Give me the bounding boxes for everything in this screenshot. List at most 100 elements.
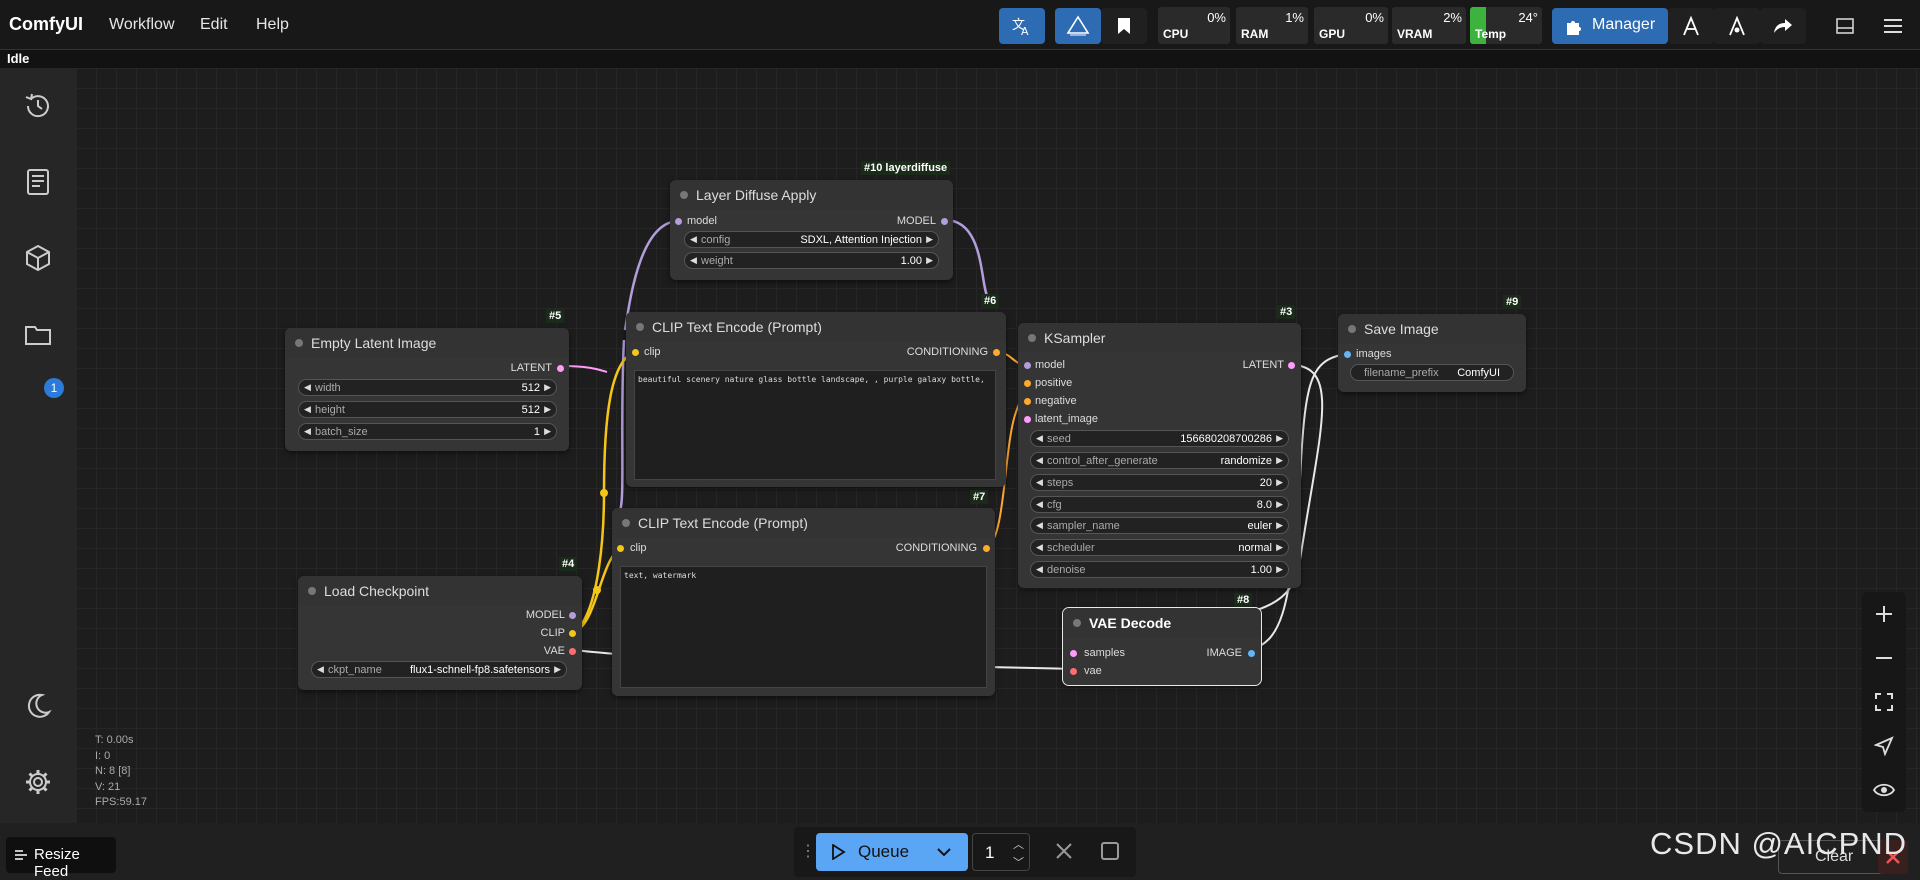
- collapse-dot[interactable]: [1028, 334, 1036, 342]
- increment-icon[interactable]: ︿: [1013, 839, 1024, 851]
- node-title-bar[interactable]: Save Image: [1338, 314, 1526, 344]
- layer-button[interactable]: [1055, 8, 1101, 44]
- collapse-dot[interactable]: [295, 339, 303, 347]
- menu-workflow[interactable]: Workflow: [109, 16, 175, 33]
- model-manager-button[interactable]: [1668, 8, 1714, 44]
- collapse-dot[interactable]: [1073, 619, 1081, 627]
- sidebar-library[interactable]: [18, 162, 58, 202]
- arrow-left-icon[interactable]: ◀: [690, 234, 697, 244]
- cancel-button[interactable]: [1052, 839, 1076, 868]
- input-pin[interactable]: [632, 349, 639, 356]
- select-mode-button[interactable]: [1862, 724, 1906, 768]
- input-pin[interactable]: [1024, 362, 1031, 369]
- theme-toggle[interactable]: [18, 686, 58, 726]
- node-clip-text-encode-positive[interactable]: CLIP Text Encode (Prompt) clip CONDITION…: [626, 312, 1006, 487]
- input-pin[interactable]: [1024, 416, 1031, 423]
- drag-handle-icon[interactable]: ⋮: [800, 843, 816, 860]
- sidebar-history[interactable]: [18, 86, 58, 126]
- manager-button[interactable]: Manager: [1552, 8, 1668, 44]
- input-pin[interactable]: [1070, 650, 1077, 657]
- zoom-in-button[interactable]: [1862, 592, 1906, 636]
- output-pin[interactable]: [569, 612, 576, 619]
- arrow-right-icon[interactable]: ▶: [926, 234, 933, 244]
- output-pin[interactable]: [983, 545, 990, 552]
- output-pin[interactable]: [1288, 362, 1295, 369]
- node-title-bar[interactable]: Empty Latent Image: [285, 328, 569, 358]
- prompt-textarea[interactable]: beautiful scenery nature glass bottle la…: [634, 370, 996, 480]
- collapse-dot[interactable]: [680, 191, 688, 199]
- share-button[interactable]: [1760, 8, 1806, 44]
- node-title-bar[interactable]: VAE Decode: [1063, 608, 1261, 638]
- resize-feed-button[interactable]: Resize Feed: [6, 837, 116, 880]
- input-label: positive: [1035, 377, 1073, 389]
- batch-count-input[interactable]: 1 ︿ ﹀: [972, 833, 1030, 871]
- input-pin[interactable]: [1024, 380, 1031, 387]
- node-clip-text-encode-negative[interactable]: CLIP Text Encode (Prompt) clip CONDITION…: [612, 508, 995, 696]
- menu-edit[interactable]: Edit: [200, 16, 228, 33]
- monitor-gpu: 0%GPU: [1314, 7, 1388, 44]
- input-pin[interactable]: [675, 218, 682, 225]
- node-title-bar[interactable]: KSampler: [1018, 323, 1301, 353]
- queue-button[interactable]: Queue: [816, 833, 968, 871]
- chevron-down-icon[interactable]: [936, 847, 952, 857]
- arrow-left-icon[interactable]: ◀: [690, 255, 697, 265]
- input-pin[interactable]: [1070, 668, 1077, 675]
- hamburger-button[interactable]: [1870, 8, 1916, 44]
- node-ksampler[interactable]: KSampler model positive negative latent_…: [1018, 323, 1301, 588]
- input-pin[interactable]: [1024, 398, 1031, 405]
- sidebar-models[interactable]: [18, 238, 58, 278]
- model-download-button[interactable]: [1714, 8, 1760, 44]
- node-title-bar[interactable]: CLIP Text Encode (Prompt): [612, 508, 995, 538]
- decrement-icon[interactable]: ﹀: [1013, 857, 1024, 869]
- input-pin[interactable]: [1344, 351, 1351, 358]
- collapse-dot[interactable]: [308, 587, 316, 595]
- output-pin[interactable]: [557, 365, 564, 372]
- input-pin[interactable]: [617, 545, 624, 552]
- prompt-textarea[interactable]: text, watermark: [620, 566, 987, 688]
- bookmark-button[interactable]: [1101, 8, 1147, 44]
- output-pin[interactable]: [1248, 650, 1255, 657]
- node-title-bar[interactable]: CLIP Text Encode (Prompt): [626, 312, 1006, 342]
- collapse-dot[interactable]: [622, 519, 630, 527]
- output-pin[interactable]: [993, 349, 1000, 356]
- settings-button[interactable]: [18, 762, 58, 802]
- node-title-bar[interactable]: Layer Diffuse Apply: [670, 180, 953, 210]
- output-pin[interactable]: [569, 648, 576, 655]
- node-vae-decode[interactable]: VAE Decode samples vae IMAGE: [1062, 607, 1262, 686]
- menu-help[interactable]: Help: [256, 16, 289, 33]
- node-title-bar[interactable]: Load Checkpoint: [298, 576, 582, 606]
- stop-button[interactable]: [1100, 841, 1120, 866]
- node-load-checkpoint[interactable]: Load Checkpoint MODEL CLIP VAE ◀ckpt_nam…: [298, 576, 582, 690]
- fit-view-button[interactable]: [1862, 680, 1906, 724]
- sidebar-queue[interactable]: [18, 314, 58, 354]
- collapse-dot[interactable]: [636, 323, 644, 331]
- collapse-dot[interactable]: [1348, 325, 1356, 333]
- toggle-links-button[interactable]: [1862, 768, 1906, 812]
- zoom-out-button[interactable]: [1862, 636, 1906, 680]
- canvas-stats: T: 0.00s I: 0 N: 8 [8] V: 21 FPS:59.17: [95, 734, 147, 808]
- output-pin[interactable]: [569, 630, 576, 637]
- app-logo[interactable]: ComfyUI: [9, 14, 84, 34]
- close-feed-button[interactable]: [1878, 840, 1908, 874]
- arrow-right-icon[interactable]: ▶: [926, 255, 933, 265]
- panel-toggle-button[interactable]: [1822, 8, 1868, 44]
- output-pin[interactable]: [941, 218, 948, 225]
